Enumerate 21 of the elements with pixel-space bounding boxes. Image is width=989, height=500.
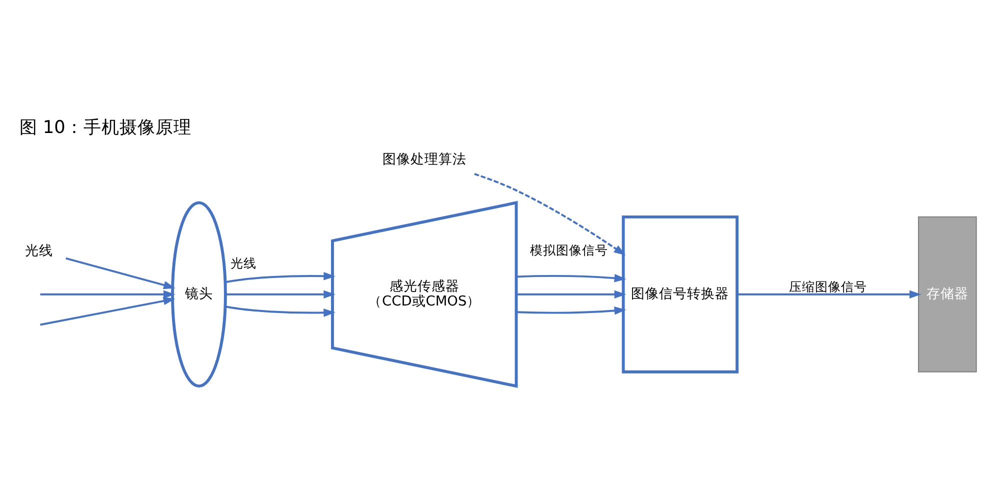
- arrow: [40, 290, 176, 305]
- arrow: [737, 290, 922, 298]
- arrow: [474, 172, 626, 255]
- diagram-title: 图 10：手机摄像原理: [19, 117, 192, 138]
- arrow: [66, 256, 176, 289]
- arrow: [516, 306, 626, 314]
- node-box: 存储器: [918, 216, 977, 372]
- node-ellipse: 镜头: [171, 200, 227, 388]
- arrow: [225, 271, 336, 283]
- node-text: 图像处理算法: [382, 151, 466, 168]
- edge-label: 光线: [230, 256, 257, 272]
- arrow: [516, 290, 626, 298]
- edge-label: 模拟图像信号: [530, 242, 608, 258]
- arrow: [516, 274, 626, 282]
- arrow: [40, 290, 176, 326]
- node-box: 感光传感器 （CCD或CMOS）: [331, 200, 518, 388]
- node-text: 光线: [25, 242, 54, 258]
- node-box: 图像信号转换器: [622, 214, 739, 373]
- arrow: [226, 290, 336, 298]
- arrow: [225, 305, 336, 316]
- edge-label: 压缩图像信号: [788, 279, 867, 294]
